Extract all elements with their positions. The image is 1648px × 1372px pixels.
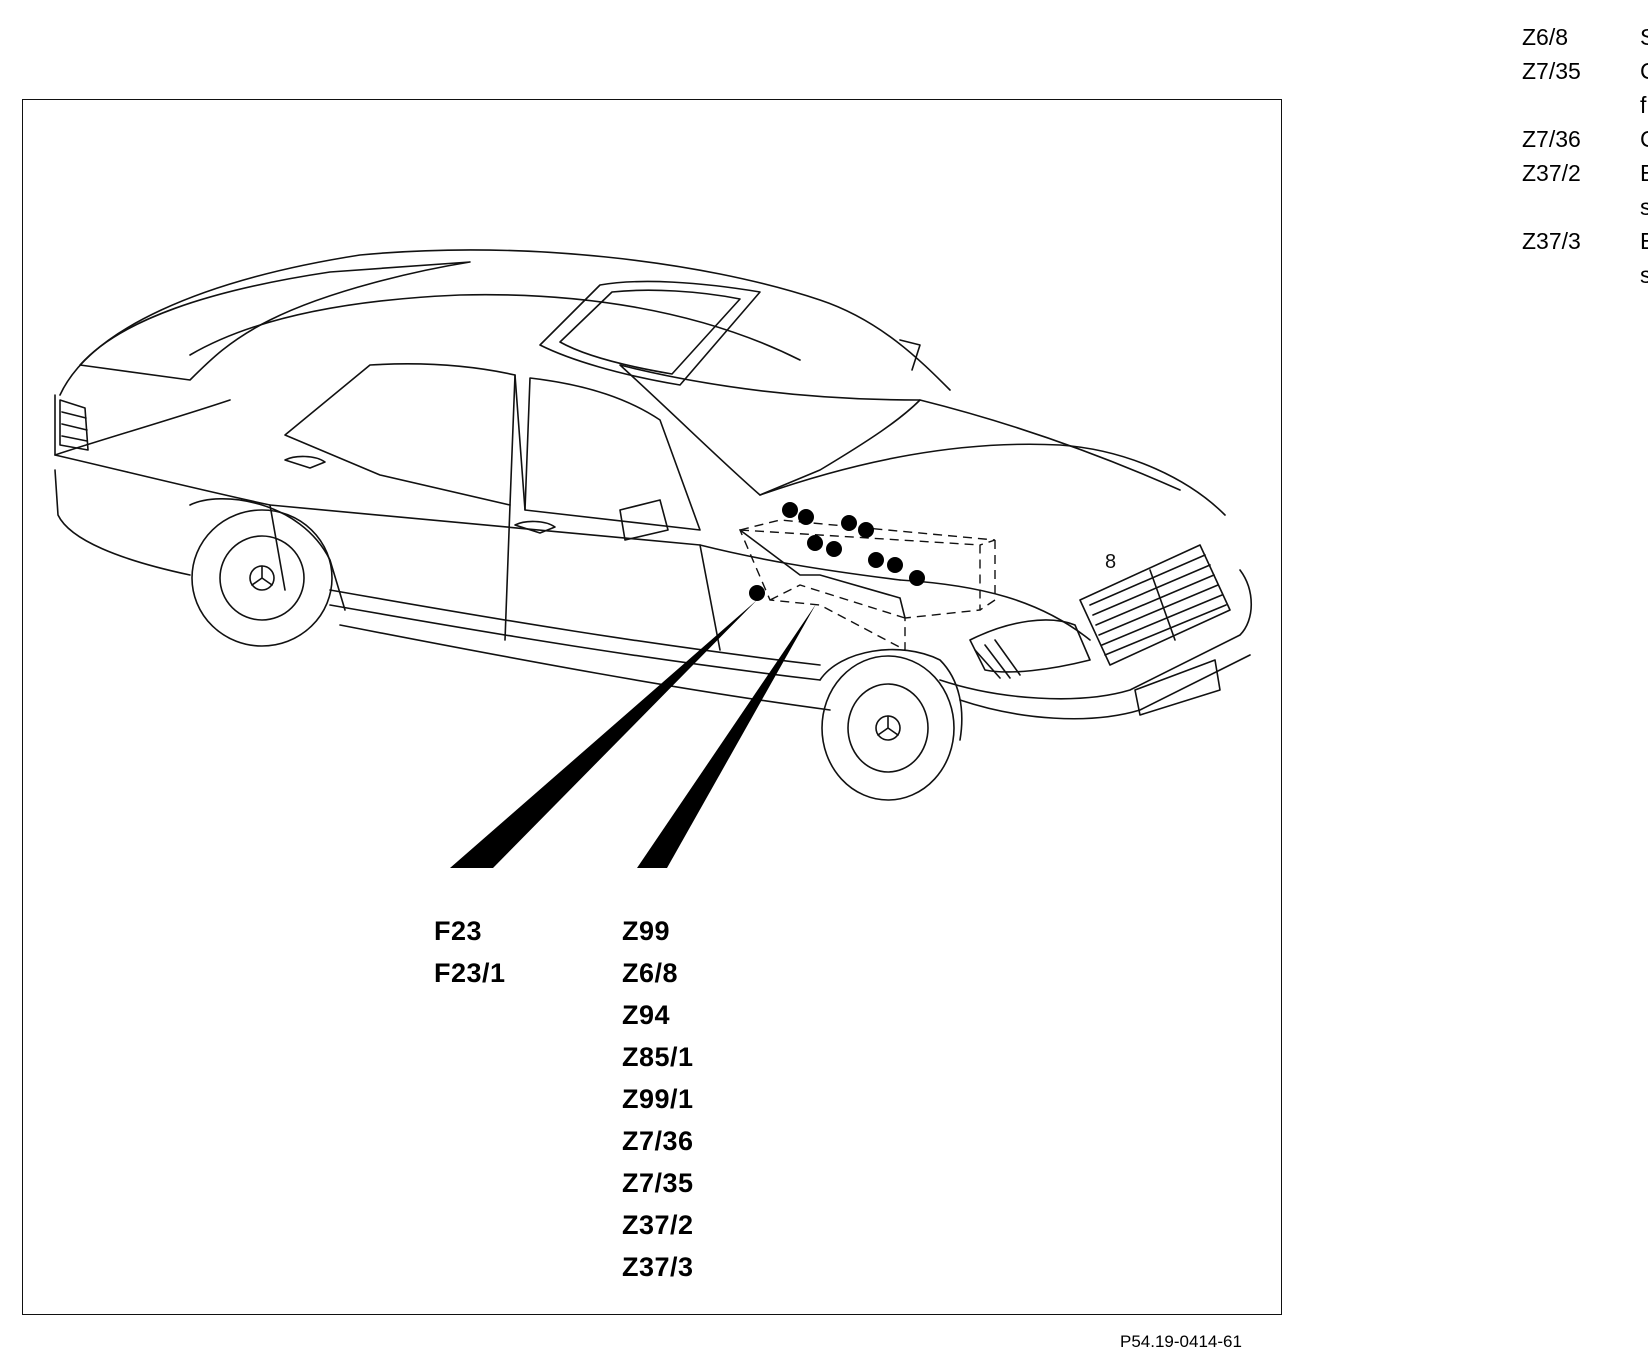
component-dot xyxy=(798,509,814,525)
rear-side-window xyxy=(284,363,516,506)
component-dot xyxy=(826,541,842,557)
callout-label: Z99 xyxy=(622,916,671,946)
callout-label: Z85/1 xyxy=(622,1042,694,1072)
component-dot-fuse xyxy=(749,585,765,601)
component-dot xyxy=(807,535,823,551)
callout-group-fuses: F23 F23/1 xyxy=(434,910,506,994)
front-wheel-arch xyxy=(819,648,963,741)
callout-label: Z7/35 xyxy=(622,1168,694,1198)
legend-row-continuation: s xyxy=(1522,258,1648,292)
legend-code: Z7/35 xyxy=(1522,58,1581,84)
component-dot xyxy=(909,570,925,586)
legend-code: Z7/36 xyxy=(1522,126,1581,152)
grille xyxy=(1079,544,1231,666)
component-dot xyxy=(841,515,857,531)
body-side-lower xyxy=(54,469,191,576)
component-tray xyxy=(739,529,906,619)
callout-label: F23 xyxy=(434,916,483,946)
roof-inner xyxy=(189,293,801,361)
component-dot xyxy=(887,557,903,573)
rear-tire xyxy=(191,509,333,647)
legend-desc: E xyxy=(1640,228,1648,254)
side-mirror xyxy=(619,499,669,541)
front-tire xyxy=(821,655,955,801)
legend-desc: S xyxy=(1640,24,1648,50)
leader-left xyxy=(450,600,757,868)
legend-desc: C xyxy=(1640,54,1648,88)
front-bumper xyxy=(939,569,1252,700)
legend-row: Z37/2 E xyxy=(1522,156,1648,190)
rear-lamp xyxy=(59,399,89,451)
callout-label: Z94 xyxy=(622,1000,671,1030)
callout-label: Z6/8 xyxy=(622,958,679,988)
sunroof xyxy=(539,280,761,386)
front-side-window xyxy=(524,377,701,531)
rear-window xyxy=(79,261,471,381)
callout-label: Z99/1 xyxy=(622,1084,694,1114)
callout-label: F23/1 xyxy=(434,958,506,988)
figure-id: P54.19-0414-61 xyxy=(1120,1332,1242,1351)
legend: Z6/8 S Z7/35 C f Z7/36 C Z37/2 E s Z37/3… xyxy=(1522,20,1648,292)
hood-emblem: 8 xyxy=(1105,551,1116,573)
callout-group-connectors: Z99 Z6/8 Z94 Z85/1 Z99/1 Z7/36 Z7/35 Z37… xyxy=(622,910,694,1288)
legend-row-continuation: s xyxy=(1522,190,1648,224)
component-dot xyxy=(782,502,798,518)
legend-row: Z7/36 C xyxy=(1522,122,1648,156)
legend-desc: C xyxy=(1640,122,1648,156)
leader-right xyxy=(637,604,816,868)
rear-wheel-arch xyxy=(189,498,346,611)
callout-label: Z37/3 xyxy=(622,1252,694,1282)
legend-row-continuation: f xyxy=(1522,88,1648,122)
license-plate xyxy=(1134,659,1221,716)
roof-outline xyxy=(59,249,951,396)
hood-outline xyxy=(759,443,1226,516)
legend-code: Z6/8 xyxy=(1522,24,1569,50)
diagram-frame xyxy=(22,99,1282,1315)
legend-desc: E xyxy=(1640,160,1648,186)
component-dot xyxy=(858,522,874,538)
hood-front-edge xyxy=(899,579,1091,641)
component-dot xyxy=(868,552,884,568)
legend-desc-continuation: s xyxy=(1640,262,1648,288)
legend-desc-continuation: s xyxy=(1640,194,1648,220)
legend-row: Z37/3 E xyxy=(1522,224,1648,258)
legend-code: Z37/3 xyxy=(1522,228,1581,254)
component-box-dashed xyxy=(738,529,981,652)
callout-label: Z7/36 xyxy=(622,1126,694,1156)
legend-code: Z37/2 xyxy=(1522,160,1581,186)
legend-desc-continuation: f xyxy=(1640,92,1647,118)
body-side-upper xyxy=(54,454,901,581)
rocker xyxy=(339,624,831,711)
callout-label: Z37/2 xyxy=(622,1210,694,1240)
trunk-lid xyxy=(54,394,231,456)
legend-row: Z6/8 S xyxy=(1522,20,1648,54)
windshield xyxy=(619,364,921,496)
legend-row: Z7/35 C xyxy=(1522,54,1648,88)
